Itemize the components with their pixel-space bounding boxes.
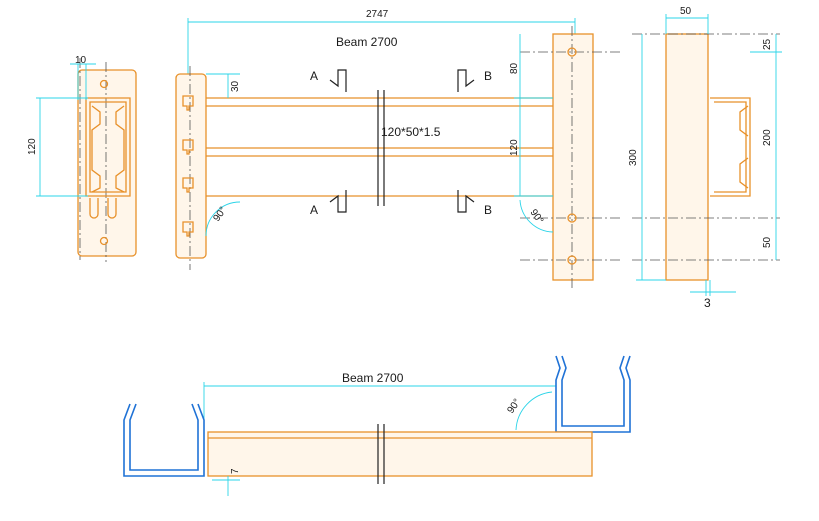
angle-left-label: 90° xyxy=(211,205,229,224)
right-upright-profile xyxy=(555,355,631,433)
profile-size-label: 120*50*1.5 xyxy=(381,125,441,139)
beam-title-top: Beam 2700 xyxy=(336,35,398,49)
dim-10-label: 10 xyxy=(75,55,87,66)
hook xyxy=(182,221,194,237)
dim-80-label: 80 xyxy=(509,62,520,74)
hook xyxy=(182,139,194,155)
dim-200-label: 200 xyxy=(762,129,773,146)
hook xyxy=(182,177,194,193)
channel-lip xyxy=(115,105,125,193)
hook-slot xyxy=(89,198,99,219)
beam-title-bottom: Beam 2700 xyxy=(342,371,404,385)
upright-hole xyxy=(567,255,577,265)
hook xyxy=(182,95,194,111)
angle-right-label: 90° xyxy=(528,207,546,226)
bolt-hole xyxy=(99,79,109,89)
angle-arc xyxy=(519,199,554,233)
bolt-hole xyxy=(99,236,109,246)
left-upright-profile xyxy=(123,403,205,477)
section-b-top-label: B xyxy=(484,69,492,83)
connector-end-view: 10 120 xyxy=(27,55,137,262)
dim-7-label: 7 xyxy=(230,468,241,474)
dim-25-label: 25 xyxy=(762,38,773,50)
beam-section-inner xyxy=(714,101,747,193)
section-arrow-b-bottom xyxy=(457,190,475,213)
hook-group xyxy=(182,95,194,237)
dim-120-left-label: 120 xyxy=(27,138,38,155)
dim-300-label: 300 xyxy=(628,149,639,166)
section-arrow-a-top xyxy=(329,69,347,92)
beam-elevation: 2747 Beam 2700 120*50*1.5 30 A A B B xyxy=(175,9,622,290)
upright-side-view: 50 25 200 50 300 3 xyxy=(628,6,782,310)
dim-3-label: 3 xyxy=(704,296,711,310)
overall-length-label: 2747 xyxy=(366,9,389,20)
dim-120-right-label: 120 xyxy=(509,139,520,156)
section-a-top-label: A xyxy=(310,69,318,83)
beam-section-lip xyxy=(739,105,749,189)
angle-arc xyxy=(515,391,553,431)
beam-plan xyxy=(207,431,593,477)
channel-section xyxy=(85,97,131,197)
upright-hole xyxy=(567,47,577,57)
upright-side xyxy=(665,33,709,281)
upright-hole xyxy=(567,213,577,223)
channel-lip xyxy=(91,105,101,193)
connector-plate xyxy=(77,69,137,257)
dim-50-top-label: 50 xyxy=(680,6,692,17)
section-b-bottom-label: B xyxy=(484,203,492,217)
right-upright xyxy=(552,33,594,281)
section-a-bottom-label: A xyxy=(310,203,318,217)
angle-arc xyxy=(205,201,241,237)
dim-50-bottom-label: 50 xyxy=(762,236,773,248)
dim-30-label: 30 xyxy=(230,80,241,92)
section-arrow-b-top xyxy=(457,69,475,92)
left-connector xyxy=(175,73,207,259)
section-arrow-a-bottom xyxy=(329,190,347,213)
beam-lines xyxy=(206,97,553,197)
beam-section-outline xyxy=(710,97,751,197)
beam-plan-view: Beam 2700 90° 7 xyxy=(123,355,631,496)
hook-slot xyxy=(107,198,117,219)
